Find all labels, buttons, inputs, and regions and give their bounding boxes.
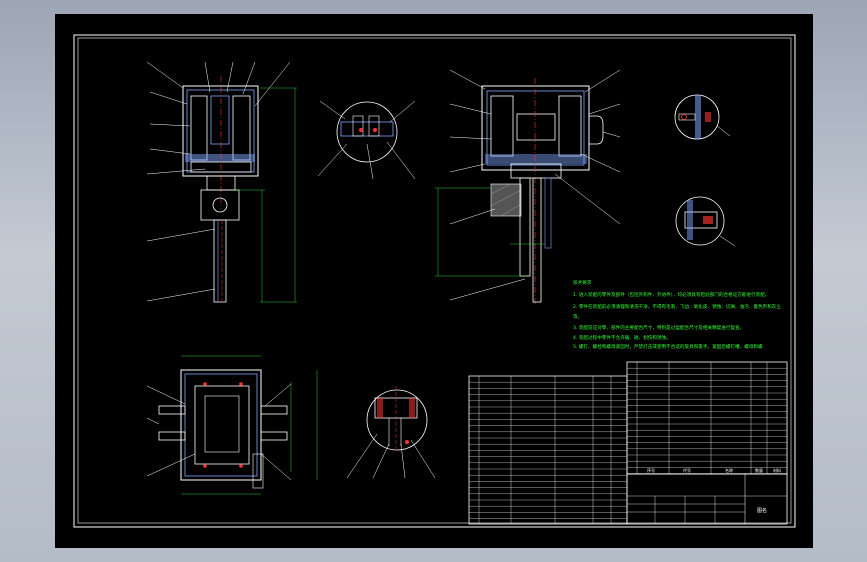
- notes-line-5: 4. 装配过程中零件不允许磕、碰、划伤和锈蚀。: [573, 334, 671, 341]
- notes-heading: 技术要求: [573, 279, 592, 286]
- outer-border: [73, 34, 796, 528]
- inner-border: [77, 37, 792, 524]
- drawing-sheet: 技术要求 1. 进入装配的零件及部件（包括外购件、外协件），均必须具有检验部门的…: [55, 14, 813, 548]
- notes-line-4: 3. 装配前应对零、部件的主要配合尺寸，特别是过盈配合尺寸及相关精度进行复查。: [573, 324, 744, 331]
- notes-line-2: 2. 零件在装配前必须清理和清洗干净，不得有毛刺、飞边、氧化皮、锈蚀、切屑、油污…: [573, 303, 781, 310]
- notes-line-6: 5. 螺钉、螺栓和螺母紧固时，严禁打击或使用不合适的旋具和扳手。紧固后螺钉槽、螺…: [573, 343, 763, 350]
- detail-circle-c: [675, 196, 736, 247]
- detail-circle-d: [346, 386, 436, 479]
- parts-list-right: 序号 代号 名称 数量 材料: [626, 361, 788, 475]
- detail-circle-a: [317, 100, 416, 180]
- header-index: 序号: [647, 467, 655, 473]
- technical-notes: 技术要求 1. 进入装配的零件及部件（包括外购件、外协件），均必须具有检验部门的…: [573, 279, 781, 350]
- notes-line-3: 等。: [573, 313, 582, 320]
- detail-circle-b: [674, 94, 731, 140]
- notes-line-1: 1. 进入装配的零件及部件（包括外购件、外协件），均必须具有检验部门的合格证方能…: [573, 291, 770, 298]
- header-material: 材料: [773, 467, 781, 473]
- title-block: 图名: [626, 473, 788, 525]
- header-name: 名称: [725, 467, 733, 473]
- header-code: 代号: [683, 467, 691, 473]
- view-main-section: [146, 61, 297, 303]
- parts-list-left: [468, 375, 628, 525]
- view-plan-section: [146, 355, 318, 495]
- header-qty: 数量: [755, 467, 763, 473]
- drawing-name: 图名: [757, 507, 767, 514]
- view-side-section: [435, 69, 621, 306]
- cad-drawing: 技术要求 1. 进入装配的零件及部件（包括外购件、外协件），均必须具有检验部门的…: [73, 34, 796, 528]
